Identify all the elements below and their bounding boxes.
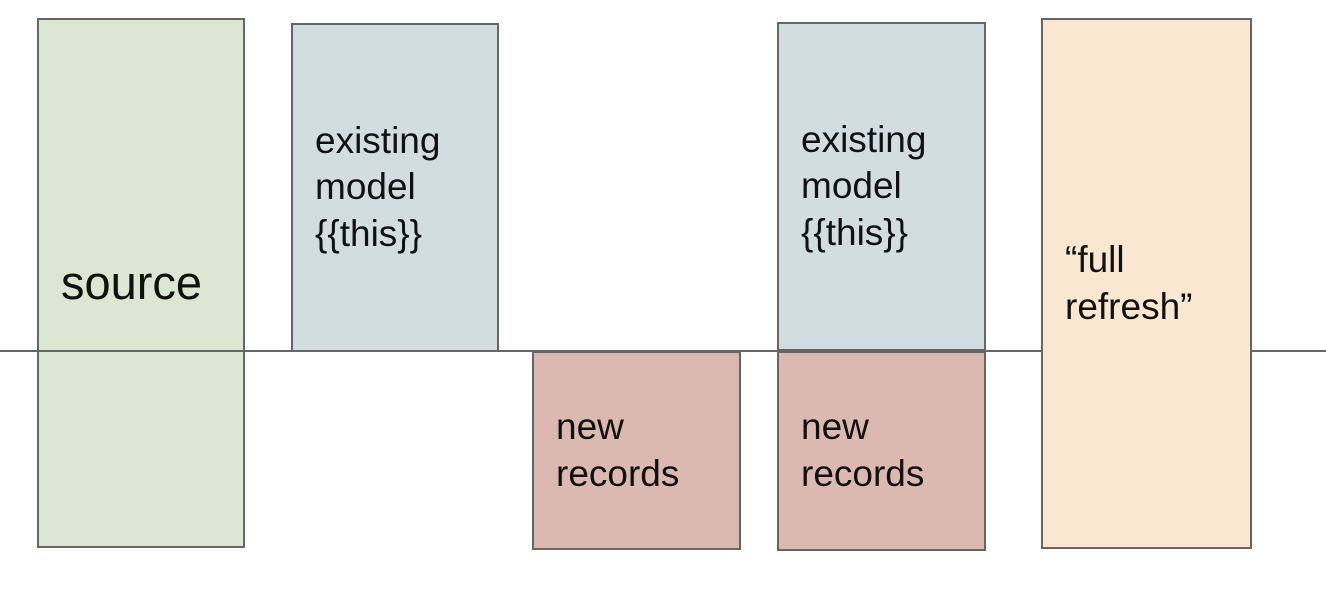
new-records-box-1-label: new records: [556, 405, 680, 494]
existing-model-box-1: existing model {{this}}: [291, 23, 499, 352]
full-refresh-box-label: “full refresh”: [1065, 238, 1193, 327]
source-box: source: [37, 18, 245, 548]
existing-model-box-1-label: existing model {{this}}: [315, 119, 441, 254]
full-refresh-box: “full refresh”: [1041, 18, 1252, 549]
existing-model-box-2-label: existing model {{this}}: [801, 118, 927, 253]
source-box-label: source: [61, 256, 203, 310]
existing-model-box-2: existing model {{this}}: [777, 22, 986, 351]
new-records-box-2-label: new records: [801, 406, 925, 494]
new-records-box-1: new records: [532, 351, 741, 550]
new-records-box-2: new records: [777, 351, 986, 551]
